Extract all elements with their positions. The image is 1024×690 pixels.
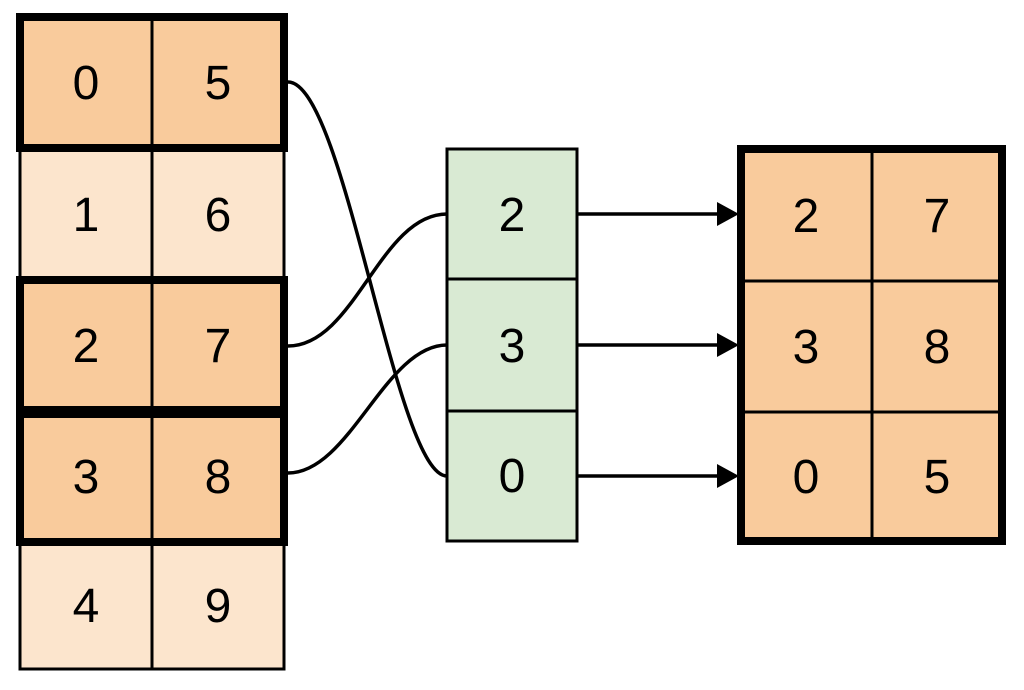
- arrow-connectors: [578, 202, 739, 488]
- source-cell: [150, 15, 286, 150]
- result-cell-value: 2: [793, 190, 820, 243]
- result-cell-value: 5: [924, 451, 951, 504]
- result-cell-value: 0: [793, 451, 820, 504]
- source-cell-value: 0: [73, 57, 100, 110]
- source-cell: [150, 146, 286, 282]
- arrowhead-icon: [717, 333, 739, 357]
- source-row-highlighted: 3 8: [16, 410, 288, 546]
- connector-curve-row2-to-index2: [287, 212, 448, 348]
- highlight-outline: [16, 410, 288, 546]
- source-cell-value: 1: [73, 189, 100, 242]
- source-row: 1 6: [18, 146, 286, 282]
- source-cell-value: 9: [205, 580, 232, 633]
- source-cell-value: 7: [205, 320, 232, 373]
- source-table: 1 6 4 9 0 5 2 7: [16, 13, 288, 671]
- source-cell-value: 6: [205, 189, 232, 242]
- highlight-outline: [16, 13, 288, 152]
- result-table: 2 7 3 8 0 5: [737, 145, 1006, 545]
- source-cell-value: 3: [73, 451, 100, 504]
- index-cell-value: 3: [499, 320, 526, 373]
- arrow: [578, 202, 739, 226]
- source-cell: [150, 540, 286, 671]
- result-cell: [870, 410, 1004, 543]
- index-cell: [445, 409, 579, 543]
- connector-curve-row3-to-index3: [287, 343, 448, 475]
- index-column: 2 3 0: [445, 147, 579, 543]
- source-cell: [150, 278, 286, 412]
- result-cell-value: 3: [793, 321, 820, 374]
- result-cell: [739, 410, 874, 543]
- index-cell-value: 2: [499, 189, 526, 242]
- source-row-highlighted: 0 5: [16, 13, 288, 152]
- arrow: [578, 464, 739, 488]
- result-cell-value: 7: [924, 190, 951, 243]
- source-cell-value: 8: [205, 451, 232, 504]
- result-table-outline: [737, 145, 1006, 545]
- index-cell-value: 0: [499, 450, 526, 503]
- curve-connectors: [287, 80, 448, 478]
- source-cell-value: 5: [205, 57, 232, 110]
- result-cell-value: 8: [924, 321, 951, 374]
- source-cell-value: 2: [73, 320, 100, 373]
- source-cell-value: 4: [73, 580, 100, 633]
- arrowhead-icon: [717, 464, 739, 488]
- arrowhead-icon: [717, 202, 739, 226]
- source-row-highlighted: 2 7: [16, 276, 288, 414]
- arrow: [578, 333, 739, 357]
- source-row: 4 9: [18, 540, 286, 671]
- source-cell: [18, 146, 154, 282]
- index-cell: [445, 277, 579, 413]
